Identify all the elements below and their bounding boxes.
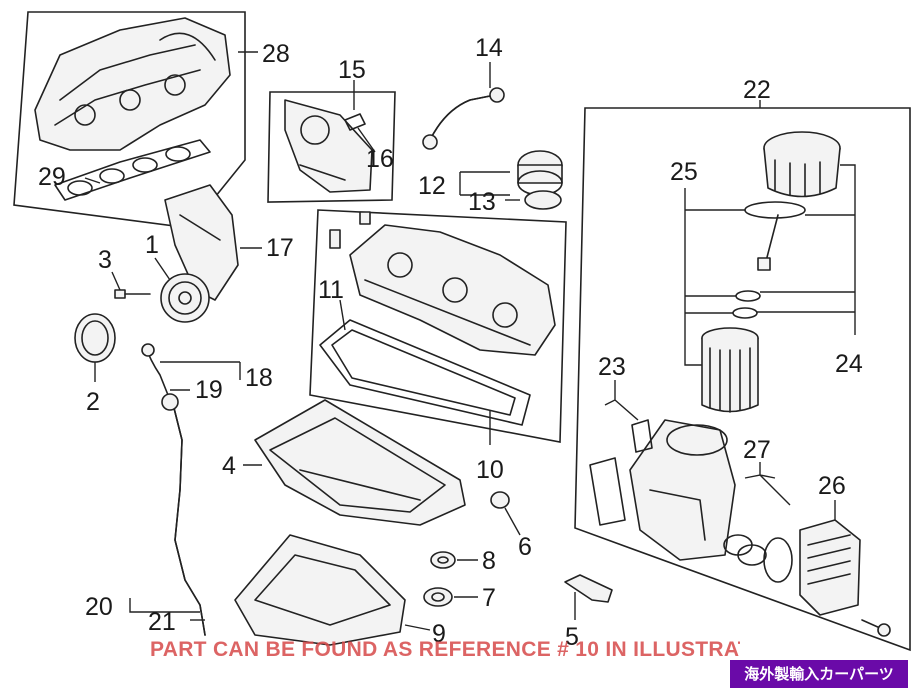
dipstick-part (141, 343, 169, 396)
callout-25: 25 (670, 158, 698, 186)
callout-1: 1 (145, 231, 159, 259)
callout-5: 5 (565, 623, 579, 651)
callout-19: 19 (195, 376, 223, 404)
pulley-part (160, 273, 210, 323)
front-cover-part (164, 184, 239, 301)
cooler-orings-part (723, 534, 793, 583)
intake-manifold-part (34, 17, 231, 151)
filter-cap-oring-part (744, 201, 806, 219)
callout-20: 20 (85, 593, 113, 621)
callout-28: 28 (262, 40, 290, 68)
cooler-bolt-part (861, 619, 891, 637)
shop-badge: 海外製輸入カーパーツ (730, 660, 908, 688)
breather-hose-part (422, 87, 505, 150)
oil-cooler-part (799, 519, 861, 616)
clip-part (344, 113, 366, 131)
dipstick-tube-part (161, 393, 206, 636)
callout-4: 4 (222, 452, 236, 480)
drain-plug-part (490, 491, 510, 509)
bracket-part (564, 574, 613, 603)
callout-24: 24 (835, 350, 863, 378)
callout-23: 23 (598, 353, 626, 381)
callout-11: 11 (318, 276, 344, 304)
callout-22: 22 (743, 76, 771, 104)
callout-12: 12 (418, 172, 446, 200)
callout-21: 21 (148, 608, 176, 636)
filter-housing-part (629, 419, 736, 561)
crankshaft-seal-part (74, 313, 116, 363)
plug-part (423, 587, 453, 607)
filter-cap-part (763, 131, 841, 198)
callout-17: 17 (266, 234, 294, 262)
callout-14: 14 (475, 34, 503, 62)
intake-manifold-gasket-part (54, 139, 211, 201)
oil-filler-cap-part (517, 150, 563, 196)
upper-oil-pan-part (254, 399, 466, 526)
callout-8: 8 (482, 547, 496, 575)
valve-cover-gasket-part (319, 319, 531, 426)
callout-15: 15 (338, 56, 366, 84)
lower-oil-pan-part (234, 534, 406, 646)
center-tube-part (757, 214, 779, 271)
valve-cover-part (349, 224, 556, 356)
callout-7: 7 (482, 584, 496, 612)
housing-gasket-part (589, 419, 653, 526)
leader-lines (84, 51, 856, 631)
callout-2: 2 (86, 388, 100, 416)
frame-valve-cover-group (309, 209, 567, 443)
small-orings-part (732, 290, 761, 319)
callout-labels: 1 2 3 4 5 6 7 8 9 10 11 12 13 14 15 16 1… (38, 34, 863, 651)
callout-18: 18 (245, 364, 273, 392)
callout-6: 6 (518, 533, 532, 561)
callout-10: 10 (476, 456, 504, 484)
frame-oil-filter-housing-group (574, 107, 911, 652)
washer-part (430, 551, 456, 569)
oil-filter-element-part (701, 327, 759, 413)
callout-13: 13 (468, 188, 496, 216)
callout-3: 3 (98, 246, 112, 274)
callout-9: 9 (432, 620, 446, 648)
cap-seal-part (524, 190, 562, 210)
valve-cover-studs (329, 211, 371, 249)
reference-watermark-text: PART CAN BE FOUND AS REFERENCE # 10 IN I… (150, 638, 740, 661)
callout-26: 26 (818, 472, 846, 500)
callout-16: 16 (366, 145, 394, 173)
callout-27: 27 (743, 436, 771, 464)
bolt-part (114, 289, 151, 299)
callout-29: 29 (38, 163, 66, 191)
